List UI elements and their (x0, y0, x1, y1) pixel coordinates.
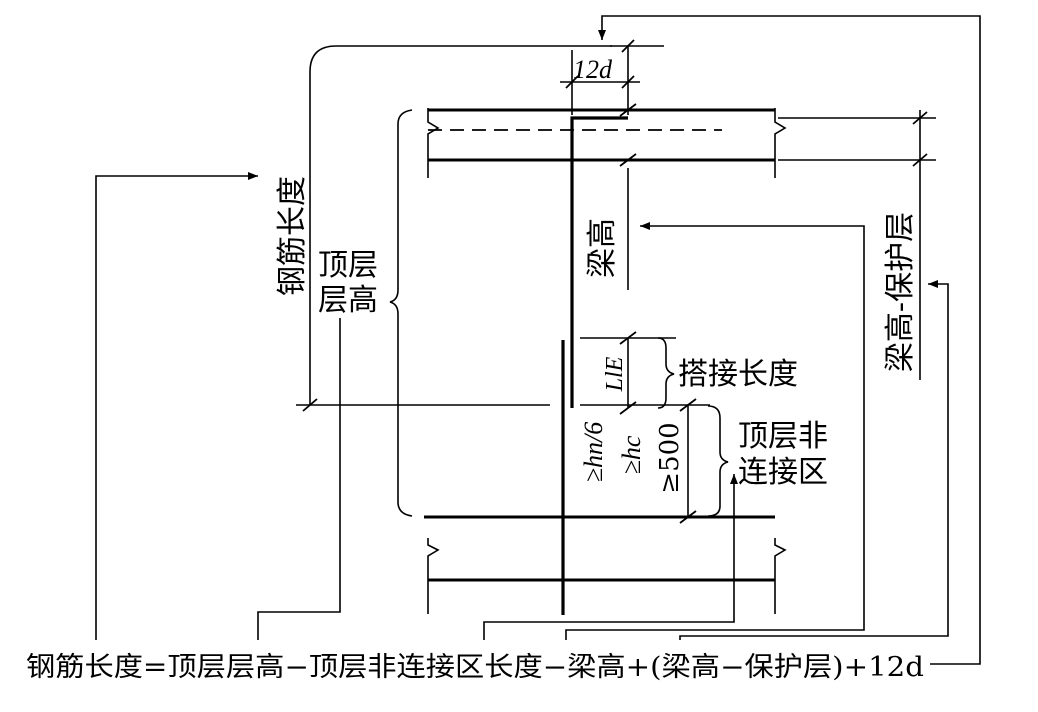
label-hn6: ≥hn/6 (579, 422, 608, 483)
column-rebar (561, 116, 629, 615)
beam-ticks (619, 103, 637, 167)
label-beam-height: 梁高 (585, 218, 620, 278)
label-top-floor-1: 顶层 (318, 248, 378, 283)
label-non-lap-1: 顶层非 (738, 419, 828, 454)
dim-beam-minus-cover (778, 110, 936, 380)
lower-beam (424, 515, 787, 614)
dim-non-lap-zone (580, 398, 729, 524)
formula: 钢筋长度=顶层层高−顶层非连接区长度−梁高+(梁高−保护层)+12d (26, 652, 924, 683)
label-rebar-length: 钢筋长度 (275, 176, 310, 296)
label-500: ≥500 (655, 422, 685, 493)
dim-lap-length (580, 331, 676, 415)
brace-top-floor-height (389, 109, 413, 517)
label-beam-minus-cover: 梁高-保护层 (883, 212, 918, 372)
leader-lines (95, 15, 981, 665)
label-top-floor-2: 层高 (318, 283, 378, 318)
label-12d: 12d (573, 55, 613, 84)
label-hc: ≥hc (617, 435, 646, 474)
label-non-lap-2: 连接区 (738, 455, 828, 490)
labels: 钢筋长度 顶层 层高 梁高 梁高-保护层 搭接长度 顶层非 连接区 12d Ll… (26, 55, 924, 683)
dim-12d (560, 39, 664, 115)
label-LlE: LlE (602, 356, 628, 392)
top-beam (427, 108, 787, 178)
label-lap-length: 搭接长度 (678, 357, 798, 392)
dim-rebar-length (296, 45, 612, 412)
